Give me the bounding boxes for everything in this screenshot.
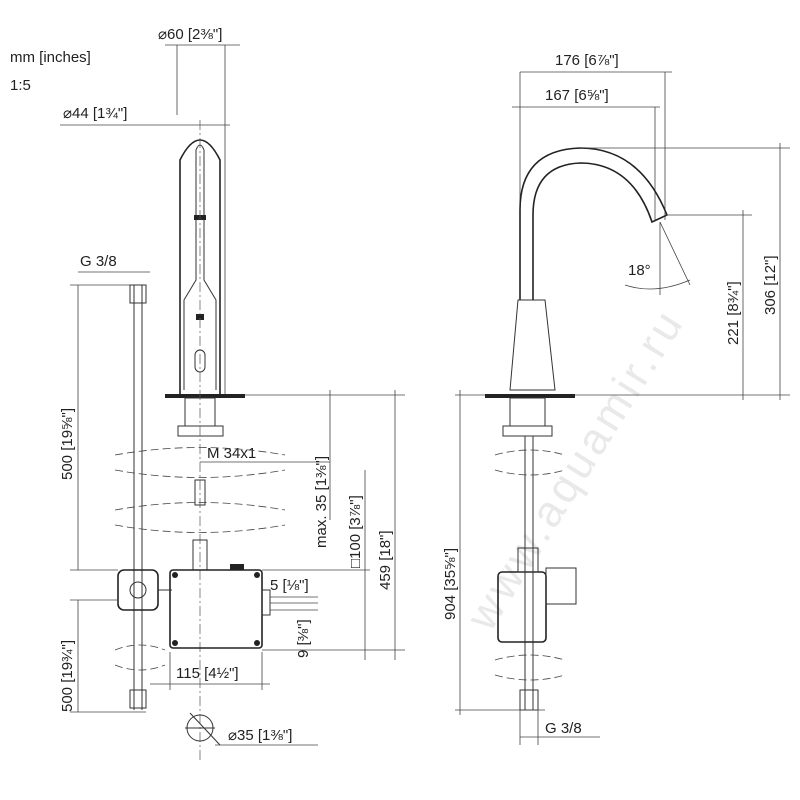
dim-reach-167: 167 [6⅝"]: [545, 87, 609, 104]
dim-height-306: 306 [12"]: [762, 255, 779, 315]
scale-label: 1:5: [10, 77, 31, 94]
dim-hose-upper: 500 [19⅝"]: [59, 408, 76, 480]
dim-height-459: 459 [18"]: [377, 530, 394, 590]
dim-width-115: 115 [4½"]: [176, 665, 239, 682]
control-box: [169, 569, 263, 649]
valve: [117, 569, 159, 611]
front-view: ⌀60 [2⅜"] ⌀44 [1¾"] M 34x1 G 3/8: [59, 26, 405, 760]
dim-dia-44: ⌀44 [1¾"]: [63, 105, 127, 122]
dim-thread: M 34x1: [207, 445, 256, 462]
dim-angle: 18°: [628, 262, 651, 279]
dim-height-221: 221 [8¾"]: [725, 281, 742, 345]
dim-g-thread-right: G 3/8: [545, 720, 582, 737]
dim-length-904: 904 [35⅝"]: [442, 548, 459, 620]
dim-5: 5 [⅛"]: [270, 577, 309, 594]
dim-square-100: □100 [3⅞"]: [347, 495, 364, 568]
watermark: www.aquamir.ru: [457, 300, 695, 640]
side-view: 176 [6⅞"] 167 [6⅝"] 18° 221 [8¾"] 306 [1…: [442, 52, 790, 745]
dim-max-35: max. 35 [1⅜"]: [313, 456, 330, 548]
dim-hole-35: ⌀35 [1⅜"]: [228, 727, 292, 744]
units-label: mm [inches]: [10, 49, 91, 66]
dim-hose-lower: 500 [19¾"]: [59, 640, 76, 712]
dim-dia-60: ⌀60 [2⅜"]: [158, 26, 222, 43]
dim-9: 9 [⅜"]: [295, 619, 312, 658]
dim-g-thread-left: G 3/8: [80, 253, 117, 270]
dim-reach-176: 176 [6⅞"]: [555, 52, 619, 69]
